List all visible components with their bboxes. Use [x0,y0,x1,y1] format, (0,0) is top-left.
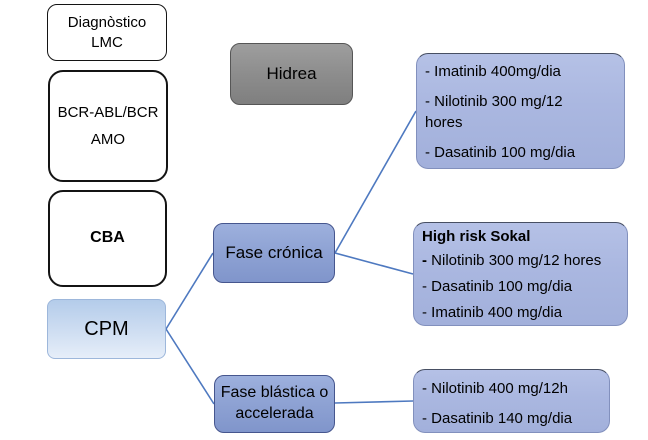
fase-cronica-box: Fase crónica [213,223,335,283]
treatment-item: - Dasatinib 100 mg/dia [425,144,576,161]
treatment-item: - Imatinib 400 mg/dia [422,304,563,321]
treatment-high-risk-sokal-box: High risk Sokal - Nilotinib 300 mg/12 ho… [413,222,628,326]
bcr-line2: AMO [90,131,126,148]
fase-blastica-line2: accelerada [235,405,314,422]
cpm-box: CPM [47,299,166,359]
treatment-item: - Imatinib 400mg/dia [425,63,561,80]
fase-blastica-line1: Fase blástica o [220,384,329,402]
diagnostico-line2: LMC [91,33,123,51]
bold-dash: - [422,252,427,269]
connector-fase-cronica-treat-sokal [334,252,414,275]
bcr-abl-amo-box: BCR-ABL/BCR AMO [48,70,168,182]
connector-cpm-fase-blastica [165,328,215,405]
hidrea-label: Hidrea [266,63,317,83]
fase-cronica-label: Fase crónica [225,242,323,262]
treatment-item: - Dasatinib 100 mg/dia [422,278,573,295]
cpm-label: CPM [84,318,129,340]
connector-fase-blastica-treat-blastica [334,400,414,404]
diagnostico-line1: Diagnòstico [67,14,147,31]
cba-box: CBA [48,190,167,287]
treatment-item: - Dasatinib 140 mg/dia [422,410,573,427]
treatment-item: - Nilotinib 300 mg/12 hores [422,250,619,271]
bcr-line1: BCR-ABL/BCR [57,103,159,121]
fase-blastica-box: Fase blástica o accelerada [214,375,335,433]
treatment-fase-cronica-box: - Imatinib 400mg/dia - Nilotinib 300 mg/… [416,53,625,169]
connector-cpm-fase-cronica [165,252,214,330]
treatment-item: - Nilotinib 300 mg/12 hores [425,93,563,131]
treatment-item-text: Nilotinib 300 mg/12 hores [427,252,602,269]
connector-fase-cronica-treat-cronica [334,110,417,254]
diagnostico-lmc-box: Diagnòstico LMC [47,4,167,61]
hidrea-box: Hidrea [230,43,353,105]
treatment-item: - Nilotinib 400 mg/12h [422,380,568,397]
high-risk-sokal-title: High risk Sokal [422,228,531,245]
cba-label: CBA [90,229,125,247]
treatment-fase-blastica-box: - Nilotinib 400 mg/12h - Dasatinib 140 m… [413,369,610,433]
